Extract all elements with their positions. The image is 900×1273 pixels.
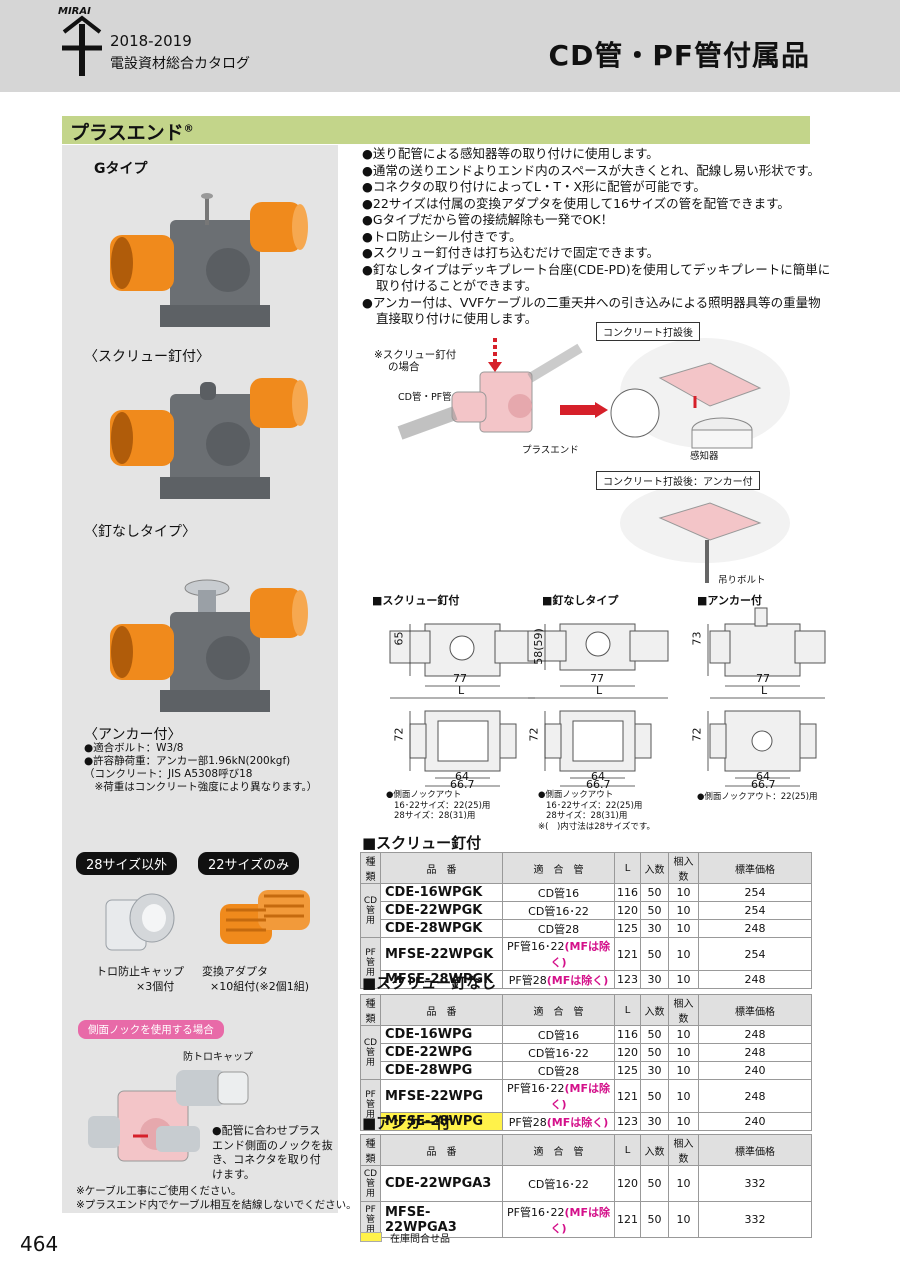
anchor-label: 〈アンカー付〉 xyxy=(84,727,182,743)
cap-caption: トロ防止キャップ ×3個付 xyxy=(96,965,184,993)
cd-pf-label: CD管・PF管 xyxy=(398,392,452,403)
dim-anchor-notes: ●側面ノックアウト：22(25)用 xyxy=(697,792,818,802)
catalog-name: 電設資材総合カタログ xyxy=(110,56,250,72)
dim-nonail-h: 58(59) xyxy=(531,628,545,665)
page-title: CD管・PF管付属品 xyxy=(548,39,810,72)
after-concrete-label: コンクリート打設後 xyxy=(596,322,700,341)
anchor-specs: ●適合ボルト：W3/8 ●許容静荷重：アンカー部1.96kN(200kgf) （… xyxy=(84,742,318,793)
dim-nonail-b2: 66.7 xyxy=(586,778,611,791)
dim-nonail-w: 77 xyxy=(590,672,604,685)
legend-swatch xyxy=(360,1232,382,1242)
dim-screw-l: L xyxy=(458,684,465,697)
feature-item: ●Gタイプだから管の接続解除も一発でOK！ xyxy=(362,212,614,227)
highlighted-code: MFSE-28WPG xyxy=(380,1112,503,1131)
dim-anchor-title: ■アンカー付 xyxy=(697,594,762,607)
dim-anchor-l: L xyxy=(761,684,768,697)
registered-mark: ® xyxy=(183,123,194,135)
dim-screw-d: 72 xyxy=(392,727,406,742)
feature-item: ●通常の送りエンドよりエンド内のスペースが大きくとれ、配線し易い形状です。 xyxy=(362,162,821,178)
dim-nonail-title: ■釘なしタイプ xyxy=(542,594,619,607)
tab-22only: 22サイズのみ xyxy=(198,852,300,875)
plus-end-label: プラスエンド xyxy=(522,445,579,456)
cap-image xyxy=(105,893,175,951)
adapter-image xyxy=(220,890,310,944)
g-type-label: Gタイプ xyxy=(94,161,148,177)
tab-not28: 28サイズ以外 xyxy=(76,852,178,875)
feature-item: ●釘なしタイプはデッキプレート台座(CDE-PD)を使用してデッキプレートに簡単… xyxy=(362,261,831,294)
cap-label: 防トロキャップ xyxy=(183,1052,253,1063)
dim-nonail-notes: ●側面ノックアウト 16･22サイズ：22(25)用 28サイズ：28(31)用… xyxy=(538,790,655,832)
after-concrete-anchor-label: コンクリート打設後：アンカー付 xyxy=(596,471,760,490)
feature-item: ●22サイズは付属の変換アダプタを使用して16サイズの管を配管できます。 xyxy=(362,195,790,211)
adapter-caption: 変換アダプタ ×10組付(※2個1組) xyxy=(202,965,310,993)
installation-diagram xyxy=(397,338,790,583)
side-knock-tab: 側面ノックを使用する場合 xyxy=(78,1020,224,1039)
dim-screw-b2: 66.7 xyxy=(450,778,475,791)
feature-list: ●送り配管による感知器等の取り付けに使用します。 ●通常の送りエンドよりエンド内… xyxy=(362,146,832,328)
dim-screw-b1: 64 xyxy=(455,770,469,783)
feature-item: ●コネクタの取り付けによってL・T・X形に配管が可能です。 xyxy=(362,179,706,194)
dim-screw-notes: ●側面ノックアウト 16･22サイズ：22(25)用 28サイズ：28(31)用 xyxy=(386,790,491,821)
section-band xyxy=(62,116,810,144)
table2-title: ■スクリュー釘なし xyxy=(362,974,497,992)
legend-text: 在庫問合せ品 xyxy=(390,1234,450,1245)
page-number: 464 xyxy=(20,1232,59,1256)
dim-nonail-b1: 64 xyxy=(591,770,605,783)
dim-screw-title: ■スクリュー釘付 xyxy=(372,594,460,607)
dim-anchor-w: 77 xyxy=(756,672,770,685)
sensor-label: 感知器 xyxy=(690,451,719,462)
product-nonail-image xyxy=(110,378,308,499)
product-screw-image xyxy=(110,193,308,327)
nonail-label: 〈釘なしタイプ〉 xyxy=(84,524,196,540)
feature-item: ●送り配管による感知器等の取り付けに使用します。 xyxy=(362,146,659,161)
screw-label: 〈スクリュー釘付〉 xyxy=(84,349,210,365)
feature-item: ●スクリュー釘付きは打ち込むだけで固定できます。 xyxy=(362,245,660,260)
feature-item: ●トロ防止シール付きです。 xyxy=(362,228,522,244)
side-knock-image xyxy=(88,1070,249,1162)
dim-screw-h: 65 xyxy=(392,631,406,646)
dim-anchor-b2: 66.7 xyxy=(751,778,776,791)
side-knock-note: ●配管に合わせプラス エンド側面のノックを抜 き、コネクタを取り付 けます。 xyxy=(212,1124,333,1181)
product-anchor-image xyxy=(110,579,308,712)
dim-anchor-h: 73 xyxy=(690,631,704,646)
section-title: プラスエンド® xyxy=(70,122,194,144)
mirai-logo-icon xyxy=(62,15,102,76)
dim-nonail-d: 72 xyxy=(527,727,541,742)
table1-title: ■スクリュー釘付 xyxy=(362,834,482,852)
dim-nonail-l: L xyxy=(596,684,603,697)
screw-case-note: ※スクリュー釘付 の場合 xyxy=(374,349,457,373)
table3-title: ■アンカー付 xyxy=(362,1114,451,1132)
footnotes: ※ケーブル工事にご使用ください。 ※プラスエンド内でケーブル相互を結線しないでく… xyxy=(76,1185,357,1211)
brand-text: MIRAI xyxy=(58,6,91,17)
hanging-bolt-label: 吊りボルト xyxy=(718,575,766,586)
dim-screw-w: 77 xyxy=(453,672,467,685)
dim-anchor-b1: 64 xyxy=(756,770,770,783)
dimension-drawings xyxy=(389,607,826,787)
dim-anchor-d: 72 xyxy=(690,727,704,742)
feature-item: ●アンカー付は、VVFケーブルの二重天井への引き込みによる照明器具等の重量物直接… xyxy=(362,294,821,327)
catalog-years: 2018-2019 xyxy=(110,32,192,50)
header-bar xyxy=(0,0,900,92)
